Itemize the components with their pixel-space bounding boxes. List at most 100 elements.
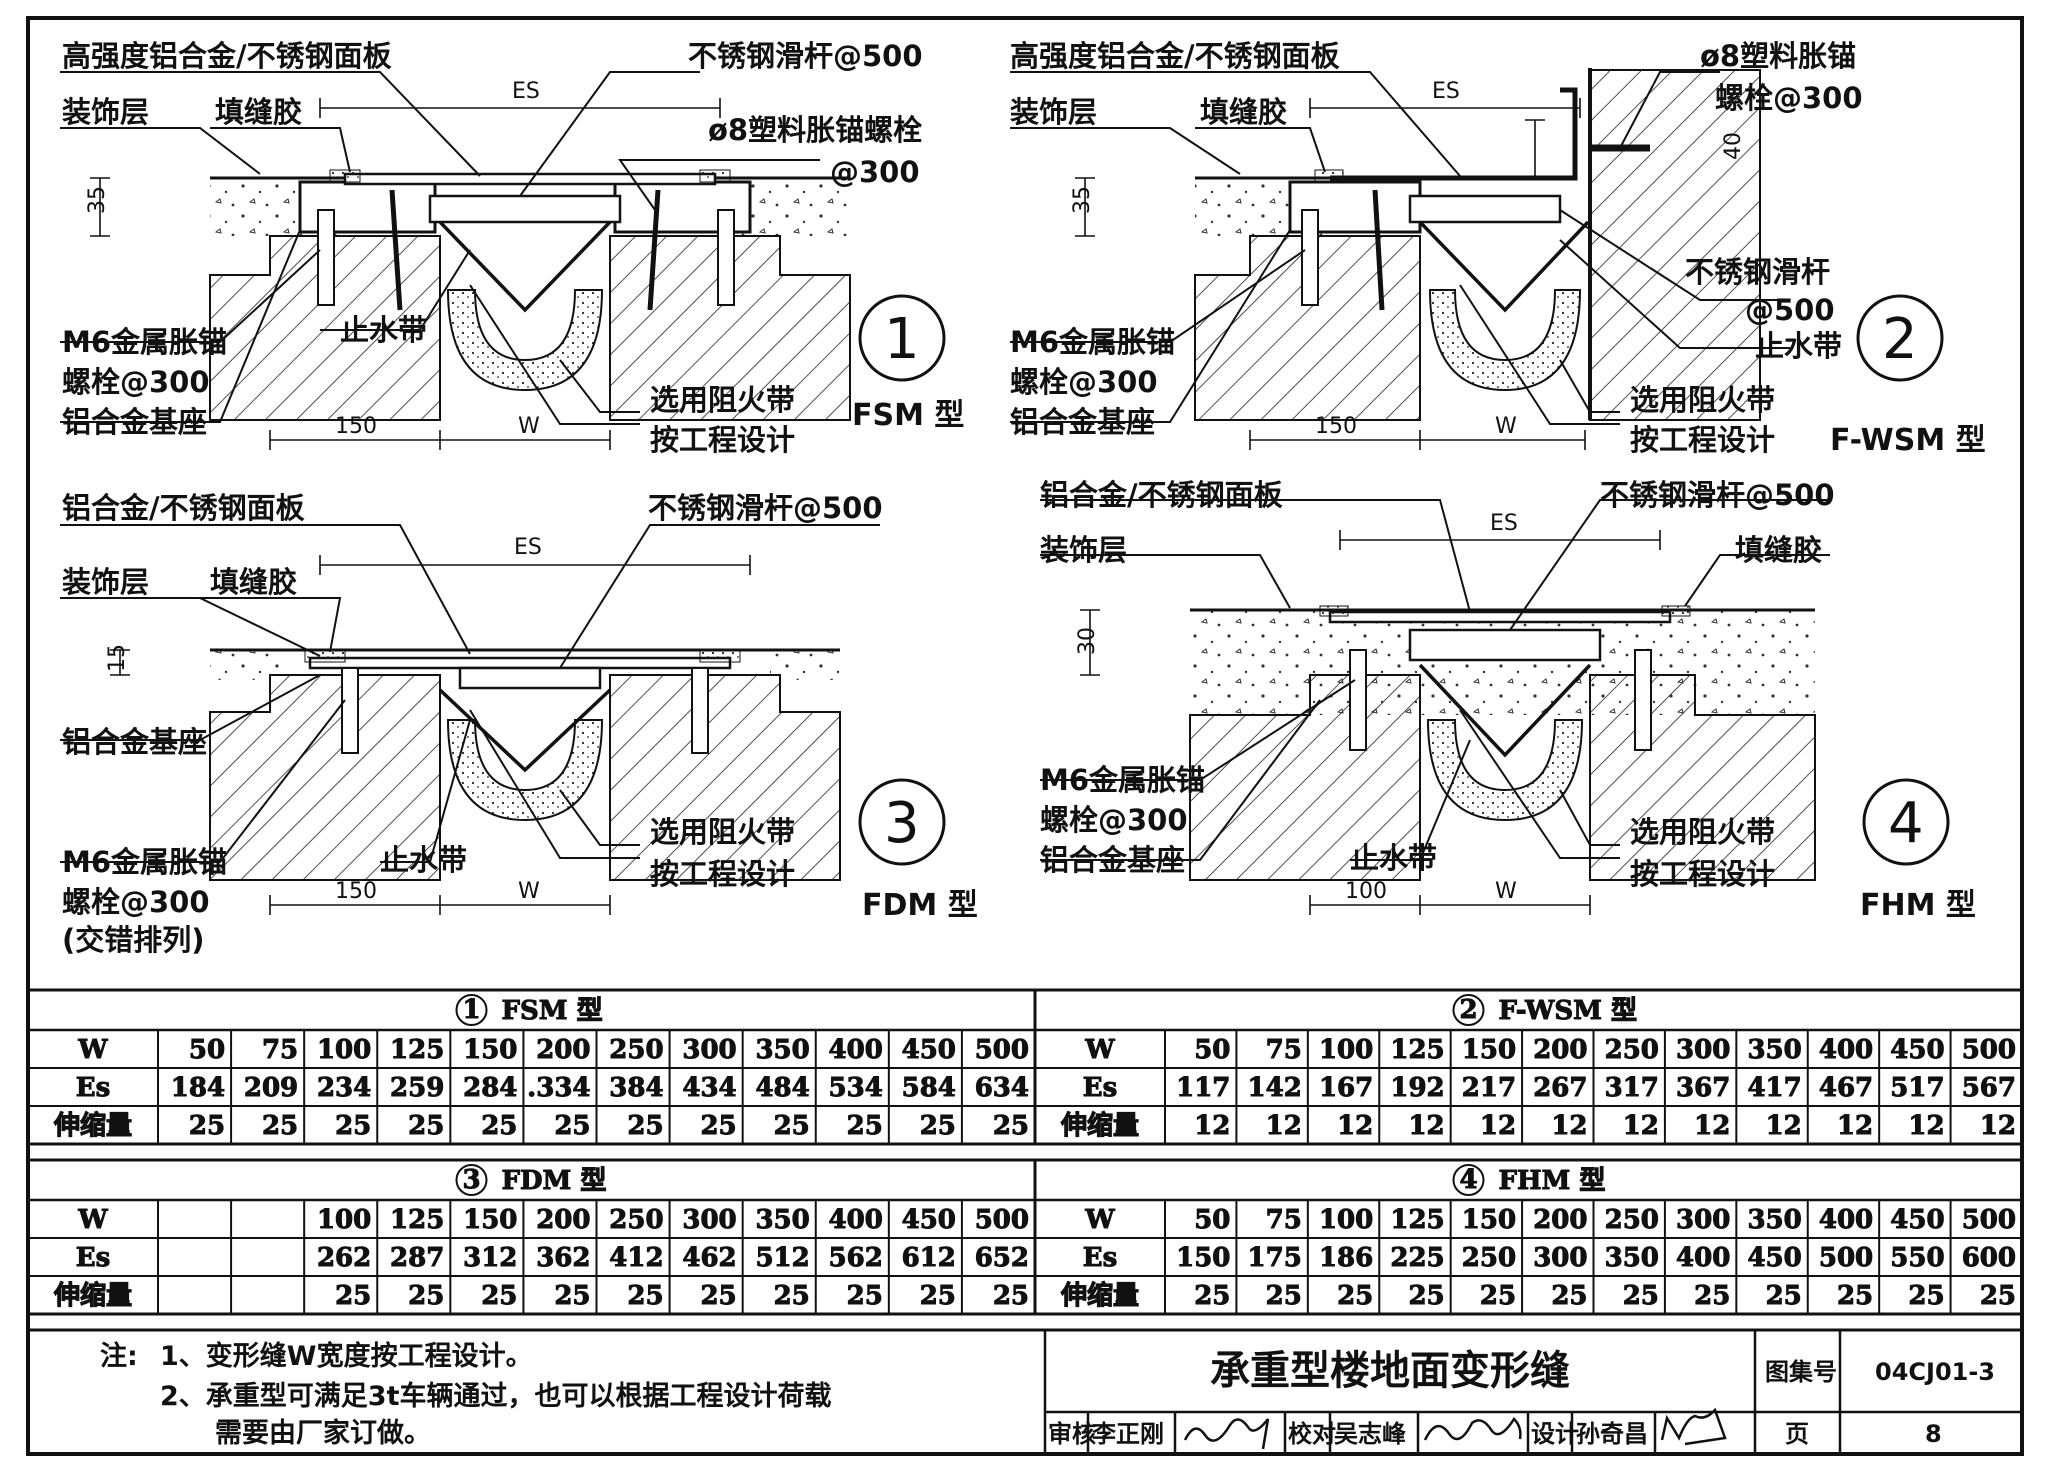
table-cell: 25 bbox=[1623, 1281, 1659, 1311]
table-cell: 200 bbox=[1533, 1205, 1587, 1235]
detail-number: 1 bbox=[884, 307, 920, 372]
table-cell: 450 bbox=[902, 1205, 956, 1235]
table-cell: 25 bbox=[920, 1281, 956, 1311]
table-cell: 300 bbox=[1676, 1205, 1730, 1235]
label-anchor-spacing: 螺栓@300 bbox=[1040, 803, 1188, 837]
table-cell: 192 bbox=[1390, 1073, 1444, 1103]
dim-left: 150 bbox=[1315, 414, 1357, 439]
label-anchor: M6金属胀锚 bbox=[62, 325, 227, 359]
label-base: 铝合金基座 bbox=[1040, 843, 1185, 877]
review-label: 审核 bbox=[1048, 1420, 1096, 1448]
label-fire: 选用阻火带 bbox=[1630, 383, 1775, 417]
table-cell: 25 bbox=[481, 1111, 517, 1141]
detail-type: FHM 型 bbox=[1860, 888, 1976, 923]
detail-marker-4 bbox=[1862, 778, 1950, 866]
table-cell: 462 bbox=[682, 1243, 736, 1273]
label-rod: 不锈钢滑杆 bbox=[1685, 255, 1830, 289]
table-cell: 25 bbox=[847, 1111, 883, 1141]
slab-right bbox=[609, 674, 841, 881]
anchor-bolt bbox=[317, 209, 335, 306]
table-row-label: 伸缩量 bbox=[1060, 1280, 1139, 1311]
anchor-bolt bbox=[1634, 649, 1652, 751]
table-cell: 50 bbox=[189, 1035, 225, 1065]
reviewer-signature bbox=[1183, 1418, 1270, 1450]
table-cell: 500 bbox=[1819, 1243, 1873, 1273]
table-cell: 350 bbox=[1747, 1205, 1801, 1235]
table-cell: 75 bbox=[1266, 1035, 1302, 1065]
slide-rod bbox=[1408, 194, 1562, 224]
table-cell: 300 bbox=[1533, 1243, 1587, 1273]
table-row-label: W bbox=[77, 1035, 108, 1065]
sealant bbox=[329, 169, 361, 183]
table-cell: 12 bbox=[1408, 1111, 1444, 1141]
table-cell: 412 bbox=[609, 1243, 663, 1273]
table-cell: 12 bbox=[1194, 1111, 1230, 1141]
cover-panel bbox=[1328, 610, 1672, 624]
anchor-bolt bbox=[341, 667, 359, 754]
reviewer-name: 李正刚 bbox=[1092, 1420, 1164, 1448]
table-cell: 100 bbox=[317, 1035, 371, 1065]
table-cell: 12 bbox=[1337, 1111, 1373, 1141]
label-sealant: 填缝胶 bbox=[215, 95, 302, 129]
table-cell: 350 bbox=[755, 1205, 809, 1235]
table-cell: 25 bbox=[1980, 1281, 2016, 1311]
design-label: 设计 bbox=[1531, 1420, 1579, 1448]
table-cell: 25 bbox=[700, 1111, 736, 1141]
detail-4-fhm bbox=[1189, 605, 1816, 881]
label-anchor: M6金属胀锚 bbox=[62, 845, 227, 879]
table-cell: 550 bbox=[1890, 1243, 1944, 1273]
table-cell: 500 bbox=[975, 1205, 1029, 1235]
dim-w: W bbox=[518, 879, 540, 904]
table-cell: 25 bbox=[262, 1111, 298, 1141]
label-fire: 选用阻火带 bbox=[650, 815, 795, 849]
label-base: 铝合金基座 bbox=[62, 405, 207, 439]
table-cell: 25 bbox=[1551, 1281, 1587, 1311]
table-cell: 25 bbox=[993, 1281, 1029, 1311]
sealant bbox=[1314, 169, 1344, 183]
table-cell: 450 bbox=[1747, 1243, 1801, 1273]
table-cell: 562 bbox=[829, 1243, 883, 1273]
slab-right bbox=[609, 235, 851, 421]
dim-es: ES bbox=[1490, 511, 1518, 536]
table-cell: 400 bbox=[1819, 1205, 1873, 1235]
label-sealant: 填缝胶 bbox=[210, 565, 297, 599]
cover-panel bbox=[308, 656, 732, 670]
table-cell: 12 bbox=[1980, 1111, 2016, 1141]
slab-left bbox=[209, 235, 441, 421]
detail-3-fdm bbox=[209, 648, 841, 881]
label-bolt: ø8塑料胀锚 bbox=[1700, 39, 1856, 73]
table-cell: 25 bbox=[1266, 1281, 1302, 1311]
table-cell: 25 bbox=[408, 1111, 444, 1141]
label-waterstop: 止水带 bbox=[380, 843, 467, 877]
table-cell: 300 bbox=[682, 1205, 736, 1235]
table-cell: 25 bbox=[1908, 1281, 1944, 1311]
table-cell: 250 bbox=[609, 1035, 663, 1065]
table-cell: 250 bbox=[1462, 1243, 1516, 1273]
table-cell: 517 bbox=[1890, 1073, 1944, 1103]
table-cell: 350 bbox=[1747, 1035, 1801, 1065]
dim-es: ES bbox=[512, 79, 540, 104]
table-row-label: Es bbox=[1083, 1073, 1117, 1103]
table-cell: 75 bbox=[1266, 1205, 1302, 1235]
table-cell: 567 bbox=[1962, 1073, 2016, 1103]
screw bbox=[647, 189, 661, 311]
designer-name: 孙奇昌 bbox=[1576, 1420, 1648, 1448]
table-cell: 25 bbox=[700, 1281, 736, 1311]
dim-left: 150 bbox=[335, 879, 377, 904]
table-title: FDM 型 bbox=[502, 1166, 607, 1196]
table-cell: 100 bbox=[1319, 1205, 1373, 1235]
label-waterstop: 止水带 bbox=[1350, 841, 1437, 875]
label-fire: 选用阻火带 bbox=[650, 383, 795, 417]
slab-left bbox=[209, 674, 441, 881]
sheet-border bbox=[26, 16, 2024, 1456]
table-cell: 467 bbox=[1819, 1073, 1873, 1103]
table-cell: 25 bbox=[774, 1111, 810, 1141]
table-cell: 100 bbox=[1319, 1035, 1373, 1065]
table-cell: 142 bbox=[1248, 1073, 1302, 1103]
table-cell: 25 bbox=[627, 1111, 663, 1141]
notes-prefix: 注: bbox=[100, 1340, 138, 1372]
dim-left: 100 bbox=[1345, 879, 1387, 904]
label-base: 铝合金基座 bbox=[62, 725, 207, 759]
